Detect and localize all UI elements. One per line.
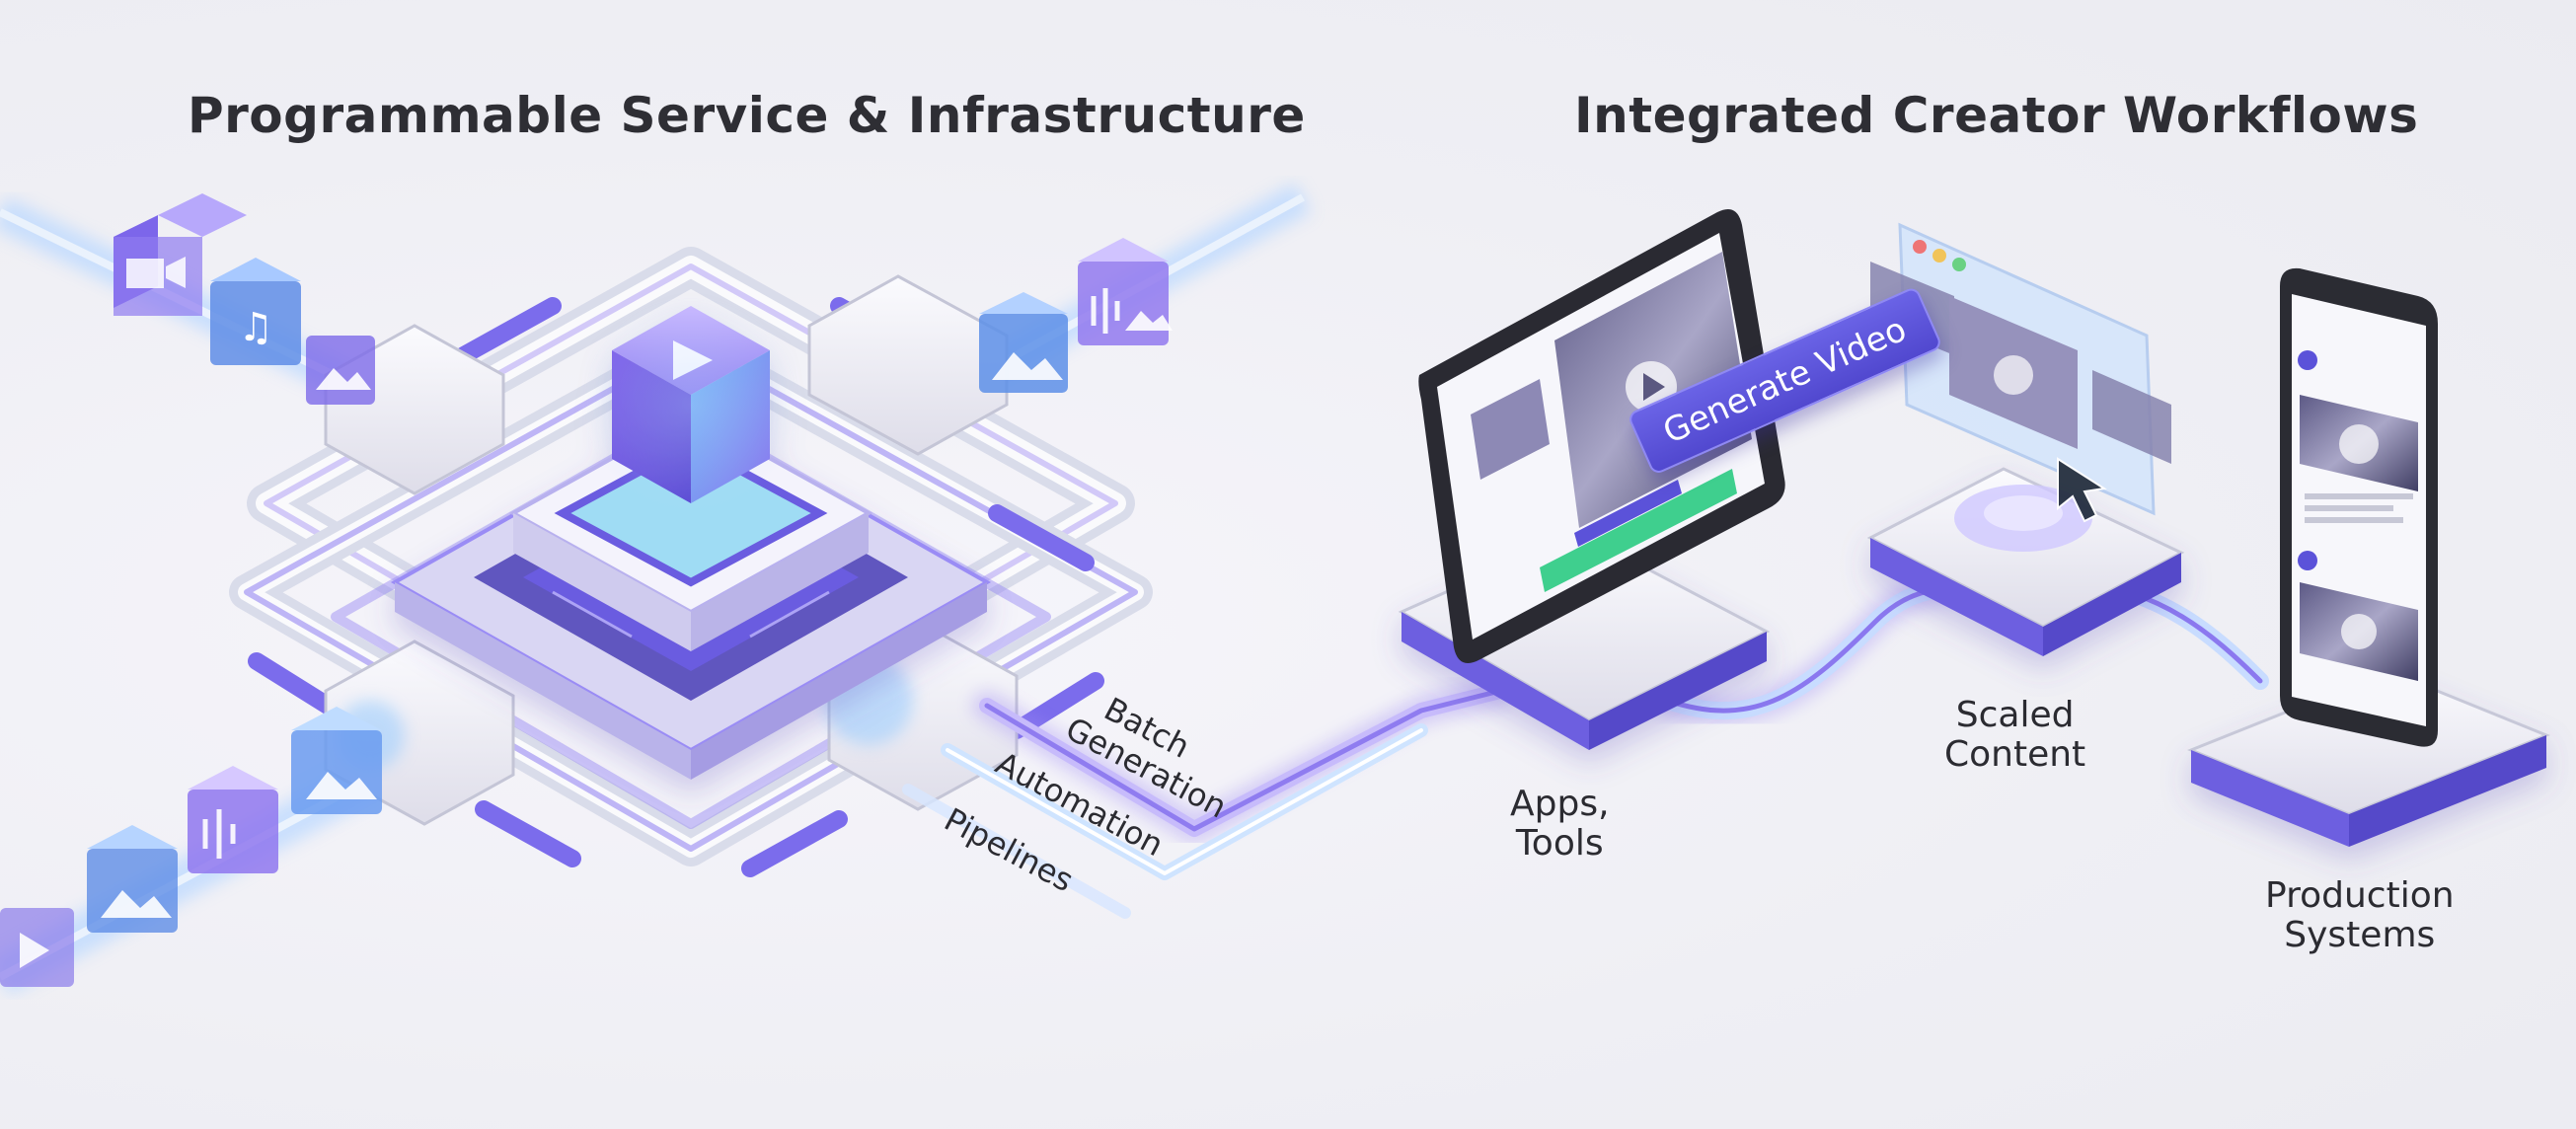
tablet-device xyxy=(1418,208,1785,663)
production-label-line1: Production xyxy=(2265,875,2455,916)
node-label-apps-tools: Apps, Tools xyxy=(1510,785,1610,864)
image-cube-icon-top-right xyxy=(979,292,1068,393)
heading-creator-workflows: Integrated Creator Workflows xyxy=(1574,87,2419,144)
video-cube-icon xyxy=(114,193,247,316)
node-label-production-systems: Production Systems xyxy=(2265,876,2455,955)
audio-cube-icon-lower xyxy=(188,766,278,873)
outgoing-flow-pipes xyxy=(902,676,1515,919)
image-cube-icon-left-mid xyxy=(291,707,382,814)
music-cube-icon: ♫ xyxy=(210,258,301,365)
node-label-scaled-content: Scaled Content xyxy=(1944,696,2085,775)
production-label-line2: Systems xyxy=(2284,915,2436,955)
media-cubes: ♫ xyxy=(0,193,1173,987)
phone-device xyxy=(2280,267,2438,747)
apps-label-line1: Apps, xyxy=(1510,784,1610,824)
central-processor xyxy=(390,296,992,780)
audio-image-cube-icon xyxy=(1078,238,1173,345)
browser-platform xyxy=(1866,467,2185,656)
svg-text:♫: ♫ xyxy=(238,305,273,350)
heading-infrastructure: Programmable Service & Infrastructure xyxy=(188,87,1306,144)
video-cube-icon-corner xyxy=(0,908,74,987)
scaled-label-line1: Scaled xyxy=(1955,695,2075,735)
image-cube-icon-bottom xyxy=(87,825,178,933)
image-cube-icon-left-small xyxy=(306,336,375,405)
scaled-label-line2: Content xyxy=(1944,734,2086,775)
apps-label-line2: Tools xyxy=(1515,823,1604,864)
